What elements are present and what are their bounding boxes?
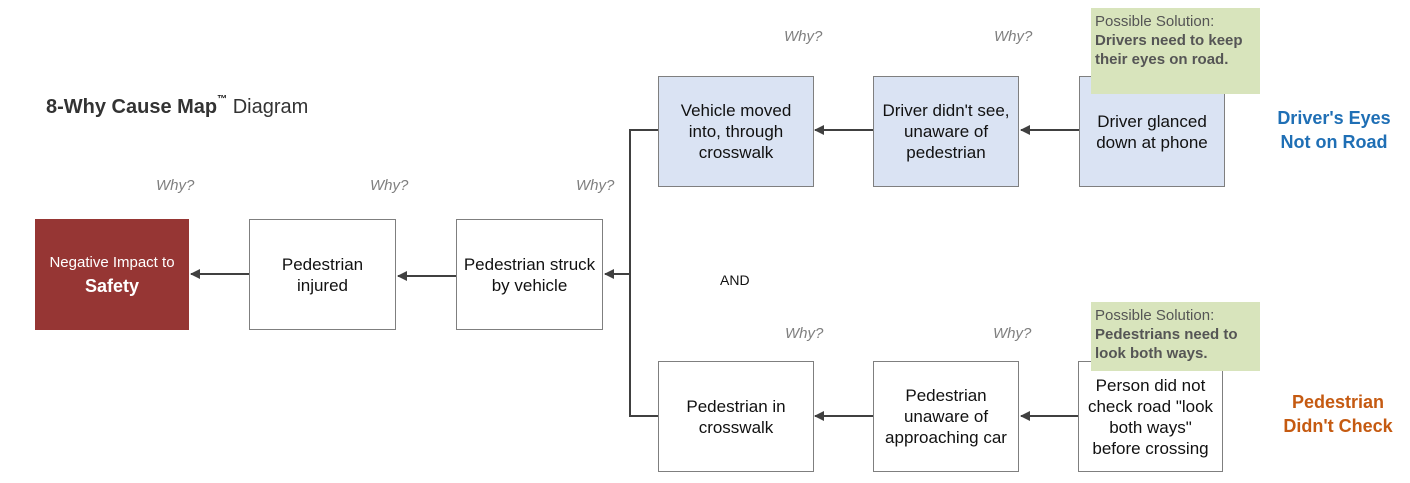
tag-line2: Not on Road	[1280, 132, 1388, 152]
box-pedestrian-injured: Pedestrian injured	[249, 219, 396, 330]
title-rest: Diagram	[227, 96, 309, 118]
why-label: Why?	[993, 325, 1032, 342]
box-negative-impact: Negative Impact to Safety	[35, 219, 189, 330]
why-label: Why?	[994, 28, 1033, 45]
box-pedestrian-unaware: Pedestrian unaware of approaching car	[873, 361, 1019, 472]
box-pedestrian-struck: Pedestrian struck by vehicle	[456, 219, 603, 330]
why-label: Why?	[370, 177, 409, 194]
solution-label: Possible Solution:	[1095, 307, 1215, 324]
why-label: Why?	[576, 177, 615, 194]
impact-line2: Safety	[84, 276, 140, 296]
impact-line1: Negative Impact to	[49, 254, 175, 271]
why-label: Why?	[784, 28, 823, 45]
tag-line1: Pedestrian	[1291, 392, 1385, 412]
tag-pedestrian-didnt-check: Pedestrian Didn't Check	[1266, 390, 1410, 438]
diagram-title: 8-Why Cause Map™ Diagram	[46, 94, 309, 119]
branch-bracket	[629, 129, 658, 417]
and-label: AND	[720, 272, 750, 288]
box-driver-didnt-see: Driver didn't see, unaware of pedestrian	[873, 76, 1019, 187]
why-label: Why?	[785, 325, 824, 342]
box-did-not-check: Person did not check road "look both way…	[1078, 361, 1223, 472]
why-label: Why?	[156, 177, 195, 194]
tag-line1: Driver's Eyes	[1277, 108, 1391, 128]
tag-line2: Didn't Check	[1283, 416, 1393, 436]
box-driver-glanced: Driver glanced down at phone	[1079, 76, 1225, 187]
box-pedestrian-in-crosswalk: Pedestrian in crosswalk	[658, 361, 814, 472]
title-bold: 8-Why Cause Map	[46, 96, 218, 118]
solution-text: Pedestrians need to look both ways.	[1095, 326, 1238, 362]
trademark-mark: ™	[217, 94, 228, 105]
solution-text: Drivers need to keep their eyes on road.	[1095, 32, 1243, 68]
tag-drivers-eyes: Driver's Eyes Not on Road	[1262, 106, 1406, 154]
solution-label: Possible Solution:	[1095, 13, 1215, 30]
box-vehicle-moved: Vehicle moved into, through crosswalk	[658, 76, 814, 187]
solution-note-top: Possible Solution: Drivers need to keep …	[1091, 8, 1260, 94]
solution-note-bottom: Possible Solution: Pedestrians need to l…	[1091, 302, 1260, 371]
